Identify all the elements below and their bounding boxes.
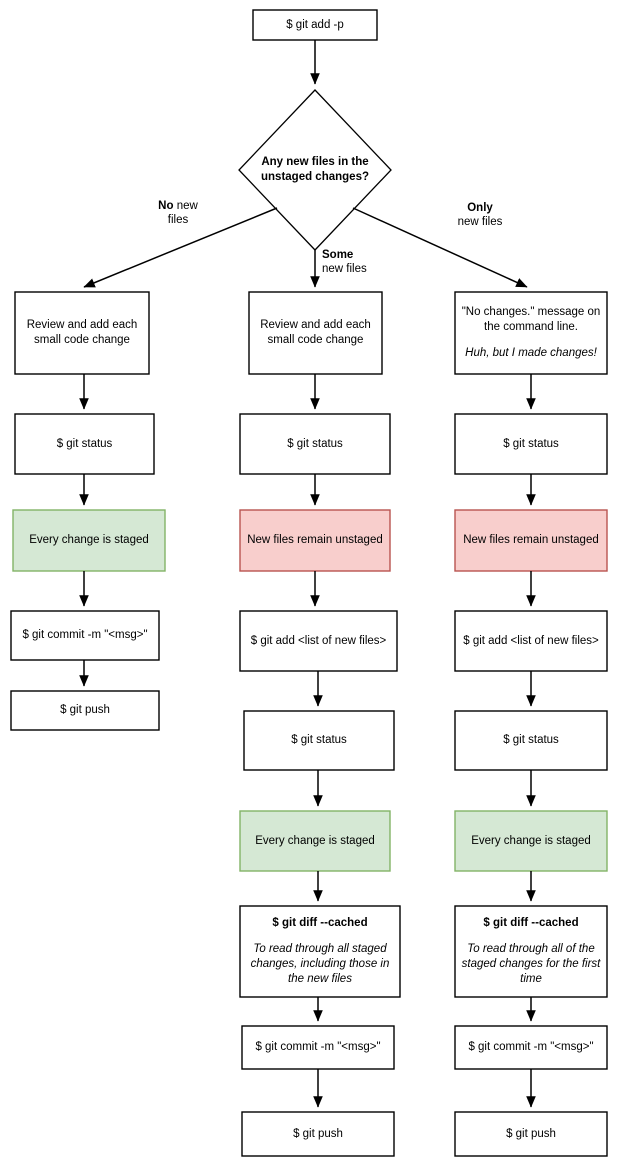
- edge-decision-to-col3: [352, 207, 528, 288]
- node-col3-staged-rect[interactable]: [454, 810, 608, 872]
- node-col1-push-rect[interactable]: [10, 690, 160, 731]
- node-col2-status1-rect[interactable]: [239, 413, 391, 475]
- node-col2-review-rect[interactable]: [248, 291, 383, 375]
- node-col3-diff-rect[interactable]: [454, 905, 608, 998]
- node-col1-status1-rect[interactable]: [14, 413, 155, 475]
- node-col3-commit-rect[interactable]: [454, 1025, 608, 1070]
- node-col2-staged-rect[interactable]: [239, 810, 391, 872]
- node-col3-push-rect[interactable]: [454, 1111, 608, 1157]
- node-col3-unstaged-rect[interactable]: [454, 509, 608, 572]
- edge-decision-to-col1: [83, 207, 278, 288]
- node-col3-status2-rect[interactable]: [454, 710, 608, 771]
- node-start-rect[interactable]: [252, 9, 378, 41]
- node-col1-review-rect[interactable]: [14, 291, 150, 375]
- node-col1-staged-rect[interactable]: [12, 509, 166, 572]
- node-col2-push-rect[interactable]: [241, 1111, 395, 1157]
- node-col2-commit-rect[interactable]: [241, 1025, 395, 1070]
- node-col2-diff-rect[interactable]: [239, 905, 401, 998]
- node-col3-add-rect[interactable]: [454, 610, 608, 672]
- node-col2-add-rect[interactable]: [239, 610, 398, 672]
- node-col2-status2-rect[interactable]: [243, 710, 395, 771]
- node-col2-unstaged-rect[interactable]: [239, 509, 391, 572]
- node-decision-diamond[interactable]: [238, 89, 392, 251]
- node-col3-status1-rect[interactable]: [454, 413, 608, 475]
- node-col3-nochanges-rect[interactable]: [454, 291, 608, 375]
- node-col1-commit-rect[interactable]: [10, 610, 160, 661]
